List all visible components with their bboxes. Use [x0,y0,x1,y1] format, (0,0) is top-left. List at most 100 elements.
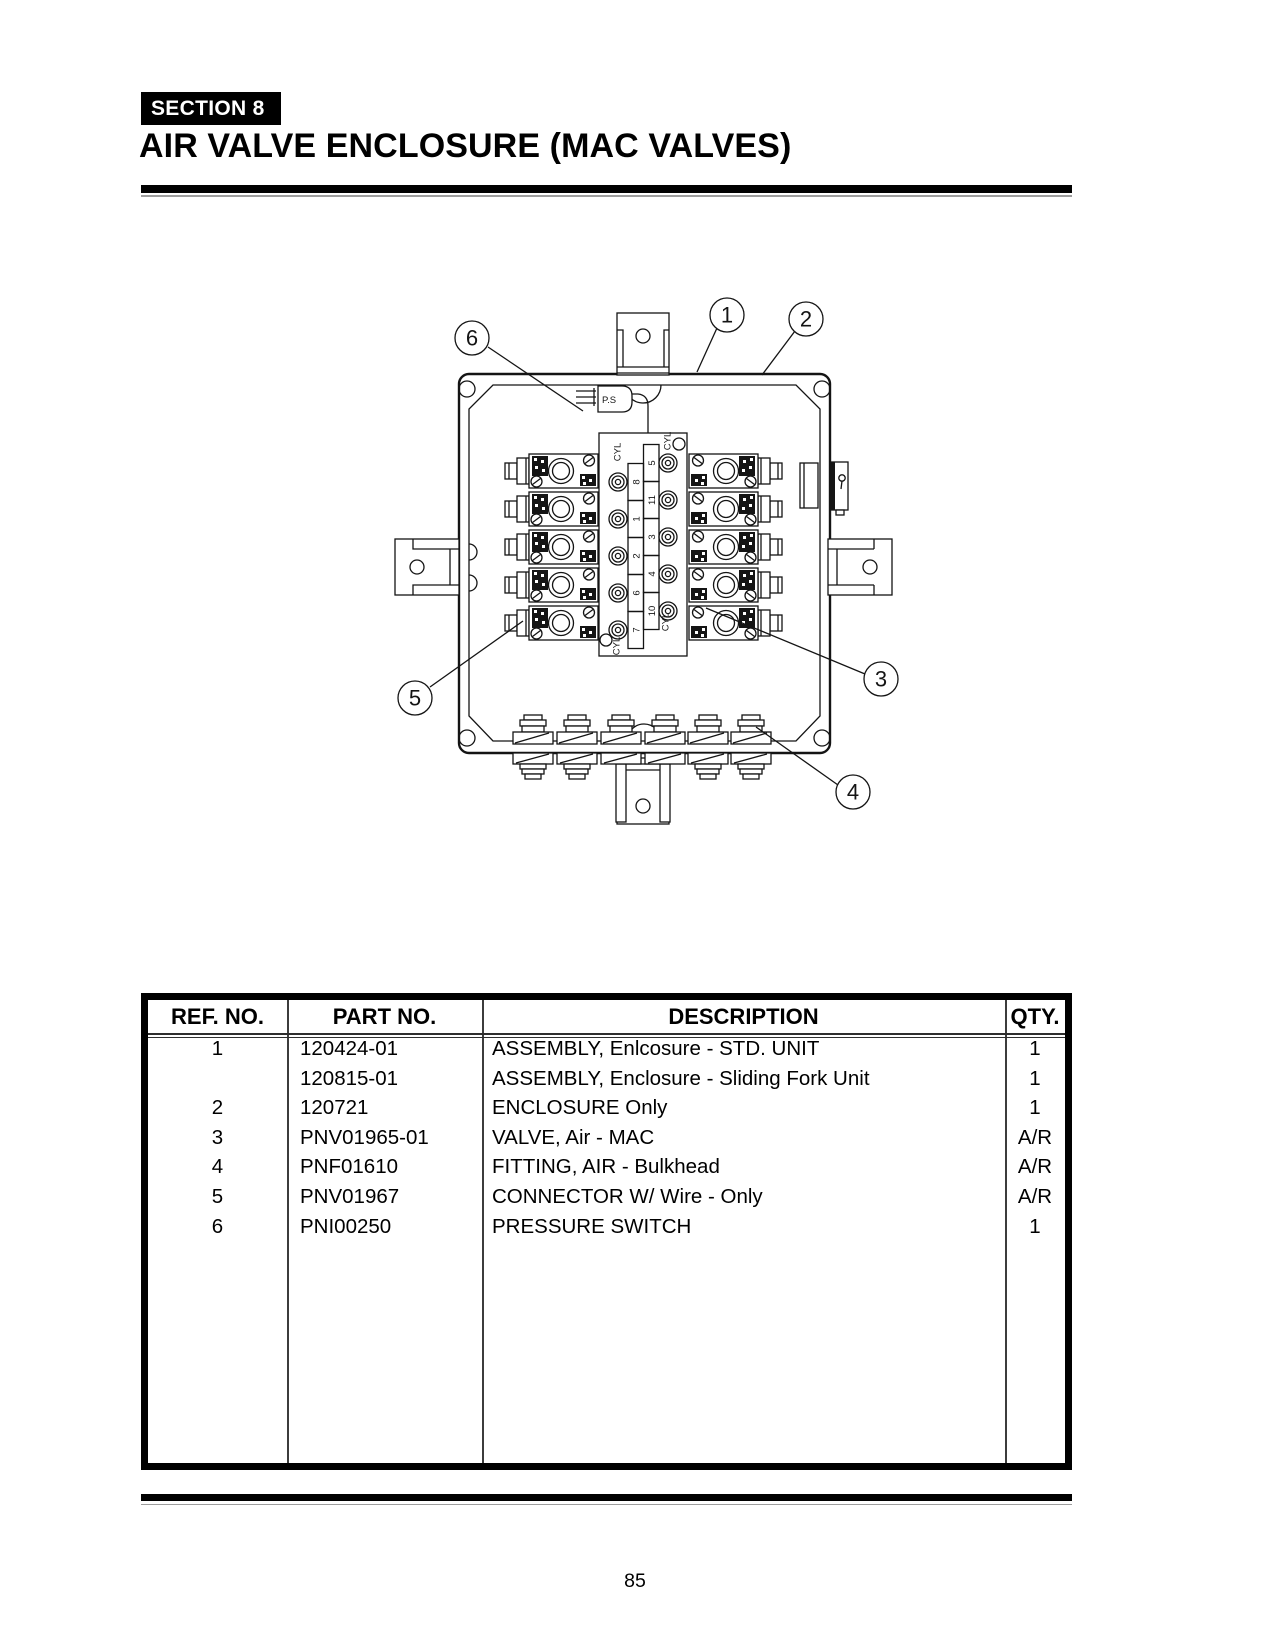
table-header-cell: PART NO. [332,1004,437,1029]
table-cell-part: 120721 [300,1096,369,1120]
manifold-port [608,583,628,603]
table-cell-ref: 6 [211,1214,224,1238]
section-badge: SECTION 8 [141,92,281,125]
callout-circle [863,661,899,697]
port-number: 5 [647,460,658,465]
table-cell-ref: 3 [211,1125,224,1149]
table-cell-qty: 1 [1029,1066,1041,1090]
port-number: 8 [631,479,642,484]
manifold-port-center [614,515,622,523]
fitting-tube [615,763,627,823]
manifold-port [608,546,628,566]
table-cell-desc: ASSEMBLY, Enclosure - Sliding Fork Unit [492,1066,870,1090]
callout-leader [429,620,524,688]
table-row: 3 PNV01965-01 VALVE, Air - MAC A/R [148,1123,1065,1153]
footer-rule [141,1494,1072,1501]
callout-number: 2 [800,307,812,332]
manifold-port-ring [611,623,625,637]
bulkhead-fitting [600,714,642,745]
table-cell-ref: 4 [211,1155,224,1179]
mac-air-valve [688,453,783,489]
port-number: 4 [647,571,658,576]
manifold-port-center [614,552,622,560]
table-cell-desc: VALVE, Air - MAC [492,1125,655,1149]
bulkhead-fitting-lower [512,752,554,780]
table-cell-ref: 2 [211,1096,224,1120]
pressure-switch: P.S [576,385,649,433]
corner-screw-hole [813,729,831,747]
manifold-mount-hole [599,633,613,647]
manifold-port-center [614,626,622,634]
bulkhead-fitting-lower [556,752,598,780]
callout-leader [761,330,796,376]
pressure-switch-label: P.S [602,395,616,406]
title-rule-shadow [141,195,1072,197]
pressure-switch-wire [632,393,649,433]
right-mounting-bracket [827,538,893,596]
mac-air-valve [688,491,783,527]
manifold-port [658,453,678,473]
enclosure-inner-outline [468,384,821,742]
manifold-port-center [614,589,622,597]
port-number: 7 [631,627,642,632]
corner-screw-hole [458,380,476,398]
table-cell-desc: CONNECTOR W/ Wire - Only [492,1184,763,1208]
manifold-port-ring [611,512,625,526]
port-number: 3 [647,534,658,539]
left-wall-bump [468,574,478,592]
cyl-label: CYL [663,432,674,450]
header-divider [148,1033,1065,1035]
table-cell-ref [148,1064,287,1094]
port-number: 1 [631,516,642,521]
top-mounting-bracket [616,312,670,376]
left-wall-bump [468,543,478,561]
table-cell-part: PNV01965-01 [300,1125,429,1149]
mac-air-valve [504,529,599,565]
callout-leader [487,346,584,412]
manifold-port [608,620,628,640]
port-number: 6 [631,590,642,595]
cyl-label: CYL [612,637,623,655]
table-header-cell: REF. NO. [171,1004,264,1029]
manifold-port-ring [611,549,625,563]
table-cell-desc: FITTING, AIR - Bulkhead [492,1155,720,1179]
table-cell-part: PNF01610 [300,1155,399,1179]
callout-circle [454,320,490,356]
table-cell-qty: 1 [1029,1214,1041,1238]
mac-air-valve [688,605,783,641]
manifold-port-ring [661,567,675,581]
manifold-port-ring [661,530,675,544]
callout-number: 6 [466,326,478,351]
callout-number: 1 [721,303,733,328]
table-cell-desc: ENCLOSURE Only [492,1096,668,1120]
manifold-port [658,564,678,584]
page-number: 85 [624,1570,646,1592]
manifold-port [658,490,678,510]
column-divider [1005,1000,1007,1463]
manifold-port-center [664,459,672,467]
column-divider [482,1000,484,1463]
callout-number: 5 [409,686,421,711]
manifold-port-center [664,533,672,541]
callout-circle [788,301,824,337]
callout-circle [397,680,433,716]
table-cell-part: PNV01967 [300,1184,400,1208]
bulkhead-fitting [687,714,729,745]
corner-screw-hole [458,729,476,747]
mac-air-valve [504,453,599,489]
port-number: 2 [631,553,642,558]
mac-air-valve [688,567,783,603]
table-cell-qty: A/R [1017,1125,1053,1149]
fitting-tube [659,763,671,823]
cyl-label: CYL [613,443,624,461]
manifold-port-ring [661,604,675,618]
callout-leader [696,327,718,373]
bulkhead-fitting-hex [600,752,642,765]
manifold-mount-hole [672,437,686,451]
